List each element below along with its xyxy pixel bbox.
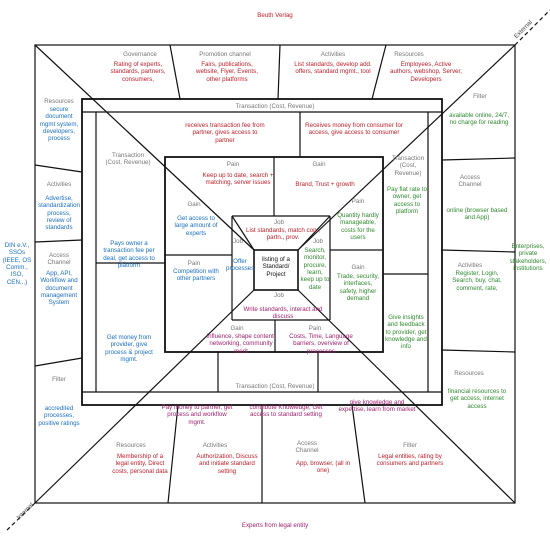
left-access-head: Access Channel	[47, 252, 71, 267]
outer-square	[34, 44, 516, 504]
right-access-body: online (browser based and App)	[446, 207, 508, 222]
pg-bottom-pain-head: Pain	[308, 325, 322, 332]
bottom-activities-head: Activities	[202, 442, 228, 449]
left-access-body: App, API, Workflow and document manageme…	[40, 270, 78, 307]
transaction-left-label: Transaction (Cost, Revenue)	[105, 152, 151, 167]
right-filter-body: available online, 24/7, no charge for re…	[449, 112, 509, 127]
pg-right-pain-head: Pain	[351, 198, 365, 205]
right-resources-head: Resources	[454, 370, 484, 377]
job-bottom: Write standards, interact and discuss	[243, 306, 323, 321]
transaction-top-left: receives transaction fee from partner, g…	[185, 122, 265, 144]
job-left: Offer processes	[226, 258, 255, 273]
transaction-top-right: Receives money from consumer for access,…	[305, 122, 403, 137]
top-promotion-body: Fairs, publications, website, Flyer, Eve…	[196, 61, 258, 83]
pg-top-gain-head: Gain	[312, 161, 326, 168]
outer-bottom-label: Experts from legal entity	[241, 522, 309, 529]
pg-left-gain-head: Gain	[187, 201, 201, 208]
job-top: List standards, match con., partn., prov…	[246, 227, 320, 242]
pg-left-gain: Get access to large amount of experts	[174, 215, 218, 237]
right-access-head: Access Channel	[458, 174, 482, 189]
top-activities-head: Activities	[320, 51, 346, 58]
pg-right-gain: Trade, security, interfaces, safety, hig…	[337, 273, 379, 302]
transaction-bottom-left: Pay money to partner, get process and wo…	[161, 404, 233, 426]
left-activities-body: Advertise, standardization process, revi…	[38, 195, 80, 232]
diag-br	[297, 289, 516, 504]
bottom-resources-body: Membership of a legal entity, Direct cos…	[112, 453, 168, 475]
top-governance-head: Governance	[123, 51, 157, 58]
outer-right-label: Enterprises, private stakeholders, insti…	[509, 243, 547, 272]
left-filter-head: Filter	[52, 376, 66, 383]
pg-right-gain-head: Gain	[351, 264, 365, 271]
center-square	[253, 249, 299, 291]
transaction-bottom-label: Transaction (Cost, Revenue)	[235, 383, 315, 390]
right-activities-body: Register, Login, Search, buy, chat, comm…	[452, 270, 502, 292]
external-dash	[514, 9, 550, 46]
transaction-bottom-right: give knowledge and expertise, learn from…	[338, 399, 416, 414]
left-resources-body: secure document mgmt system, developers,…	[39, 106, 79, 143]
top-resources-body: Employees, Active authors, webshop, Serv…	[390, 61, 462, 83]
transaction-left-bottom: Pays owner a transaction fee per deal, g…	[103, 240, 155, 269]
diag-bl	[34, 289, 255, 504]
job-top-head: Job	[274, 219, 284, 226]
diag-tl	[34, 44, 255, 251]
diag-tr	[297, 44, 516, 251]
pg-left-pain-head: Pain	[187, 260, 201, 267]
top-governance-body: Rating of experts, standards, partners, …	[110, 61, 166, 83]
pg-bottom-gain-head: Gain	[230, 325, 244, 332]
transaction-bottom-mid: contribute Knowledge, Get access to stan…	[249, 404, 323, 419]
bottom-filter-body: Legal entities, rating by consumers and …	[376, 453, 444, 468]
pg-top-gain: Brand, Trust + growth	[295, 181, 355, 188]
bottom-resources-head: Resources	[116, 442, 146, 449]
transaction-left-lower: Get money from provider, give process & …	[105, 334, 153, 363]
transaction-right-label: Transaction (Cost, Revenue)	[391, 155, 425, 177]
right-filter-head: Filter	[473, 93, 487, 100]
right-activities-head: Activities	[457, 262, 483, 269]
left-filter-body: accredited processes, positive ratings	[38, 405, 80, 427]
job-top-left	[231, 215, 255, 251]
job-right-head: Job	[313, 238, 323, 245]
top-activities-body: List standards, develop add. offers, sta…	[294, 61, 372, 76]
outer-left-label: DIN e.V., SSOs (IEEE, OS Comm., ISO, CEN…	[2, 242, 32, 286]
job-right: Search, monitor, procure, learn, keep up…	[300, 247, 330, 291]
pg-right-pain: Quantity hardly manageable, costs for th…	[337, 212, 379, 241]
transaction-right-lower: Give insights and feedback to provider, …	[385, 314, 427, 351]
pg-top-pain-head: Pain	[226, 161, 240, 168]
job-left-head: Job	[233, 238, 243, 245]
left-resources-head: Resources	[44, 98, 74, 105]
bottom-access-head: Access Channel	[295, 440, 319, 455]
pg-left-pain: Competition with other partners	[173, 268, 219, 283]
outer-top-label: Beuth Verlag	[257, 12, 293, 19]
bottom-access-body: App, browser, (all in one)	[295, 460, 351, 475]
transaction-right-top: Pay flat rate to owner, get access to pl…	[387, 186, 427, 215]
job-bottom-head: Job	[274, 292, 284, 299]
center-listing: listing of a Standard/ Project	[262, 256, 290, 278]
top-promotion-head: Promotion channel	[199, 51, 251, 58]
pg-bottom-pain: Costs, Time, Language barriers, overview…	[289, 333, 353, 355]
job-top-right	[297, 215, 331, 251]
left-activities-head: Activities	[46, 181, 72, 188]
pg-top-pain: Keep up to date, search + matching, serv…	[202, 172, 274, 187]
bottom-filter-head: Filter	[403, 442, 417, 449]
transaction-top-label: Transaction (Cost, Revenue)	[235, 103, 315, 110]
right-resources-body: financial resources to get access, inter…	[447, 388, 507, 410]
top-resources-head: Resources	[394, 51, 424, 58]
bottom-activities-body: Authorization, Discuss and initiate stan…	[196, 453, 258, 475]
pg-bottom-gain: Influence, shape content, networking, co…	[206, 333, 276, 355]
